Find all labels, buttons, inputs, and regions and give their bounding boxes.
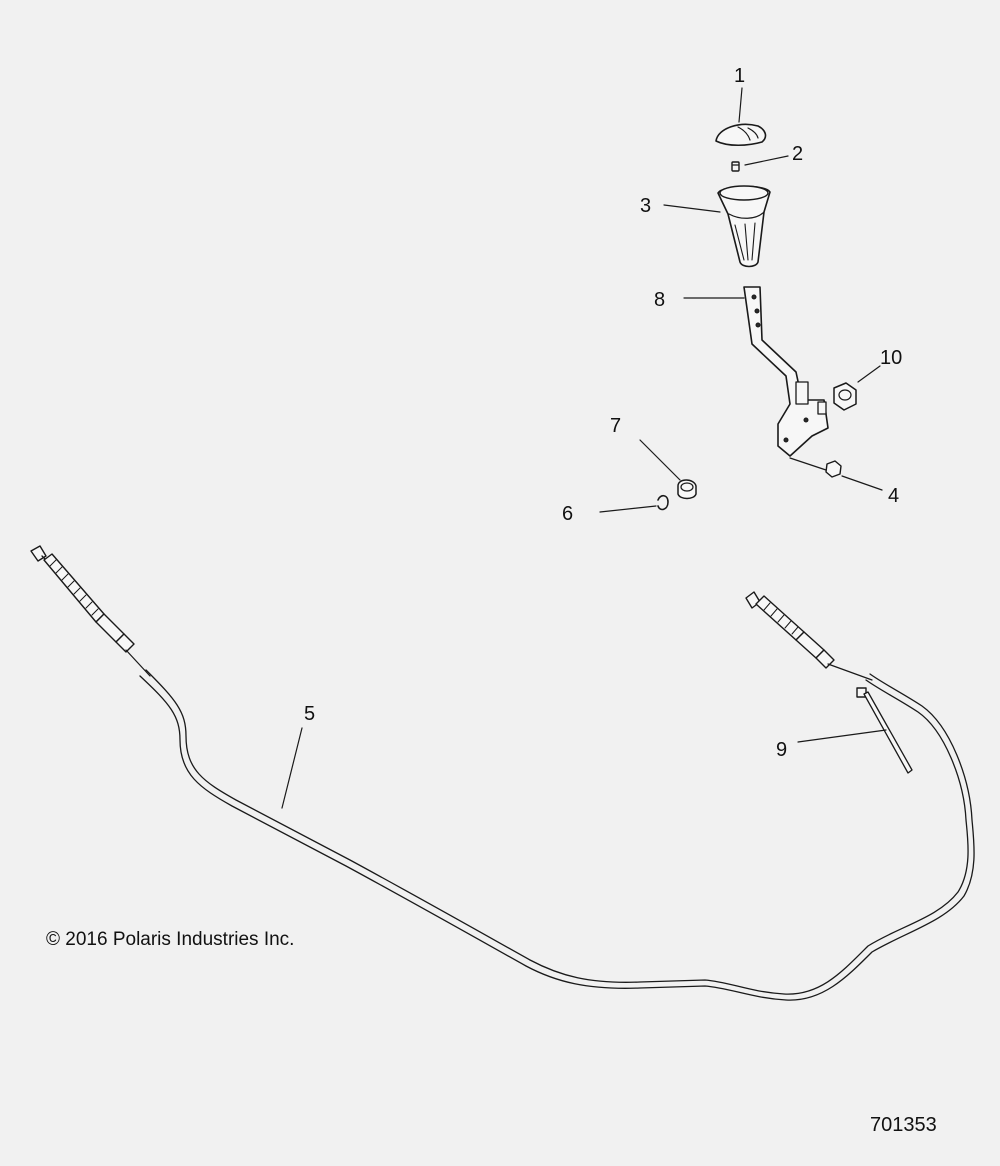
callout-8: 8 bbox=[654, 289, 665, 311]
leader-9 bbox=[797, 729, 887, 743]
leader-6 bbox=[599, 505, 657, 513]
leader-10 bbox=[857, 365, 881, 383]
leader-4-lever bbox=[789, 457, 827, 471]
callout-4: 4 bbox=[888, 485, 899, 507]
callout-6: 6 bbox=[562, 503, 573, 525]
leader-7 bbox=[639, 439, 681, 481]
leader-1 bbox=[738, 87, 743, 123]
part-shift-knob bbox=[717, 185, 771, 268]
part-screw bbox=[731, 161, 740, 172]
callout-5: 5 bbox=[304, 703, 315, 725]
callout-3: 3 bbox=[640, 195, 651, 217]
leader-3 bbox=[663, 204, 721, 213]
callout-1: 1 bbox=[734, 65, 745, 87]
part-knob-cap bbox=[715, 123, 767, 147]
part-shift-lever bbox=[743, 286, 829, 457]
callout-9: 9 bbox=[776, 739, 787, 761]
part-nut bbox=[825, 460, 842, 478]
copyright-notice: © 2016 Polaris Industries Inc. bbox=[46, 929, 295, 950]
leader-2 bbox=[744, 155, 789, 166]
callout-7: 7 bbox=[610, 415, 621, 437]
callout-2: 2 bbox=[792, 143, 803, 165]
drawing-number: 701353 bbox=[870, 1114, 937, 1136]
leader-5 bbox=[281, 727, 303, 809]
part-bushing bbox=[677, 479, 697, 500]
part-cable-tie bbox=[856, 687, 913, 774]
part-flange-nut bbox=[833, 382, 857, 411]
part-shift-cable bbox=[30, 545, 975, 1001]
part-clip bbox=[657, 494, 669, 511]
callout-10: 10 bbox=[880, 347, 902, 369]
leader-4 bbox=[841, 475, 883, 491]
